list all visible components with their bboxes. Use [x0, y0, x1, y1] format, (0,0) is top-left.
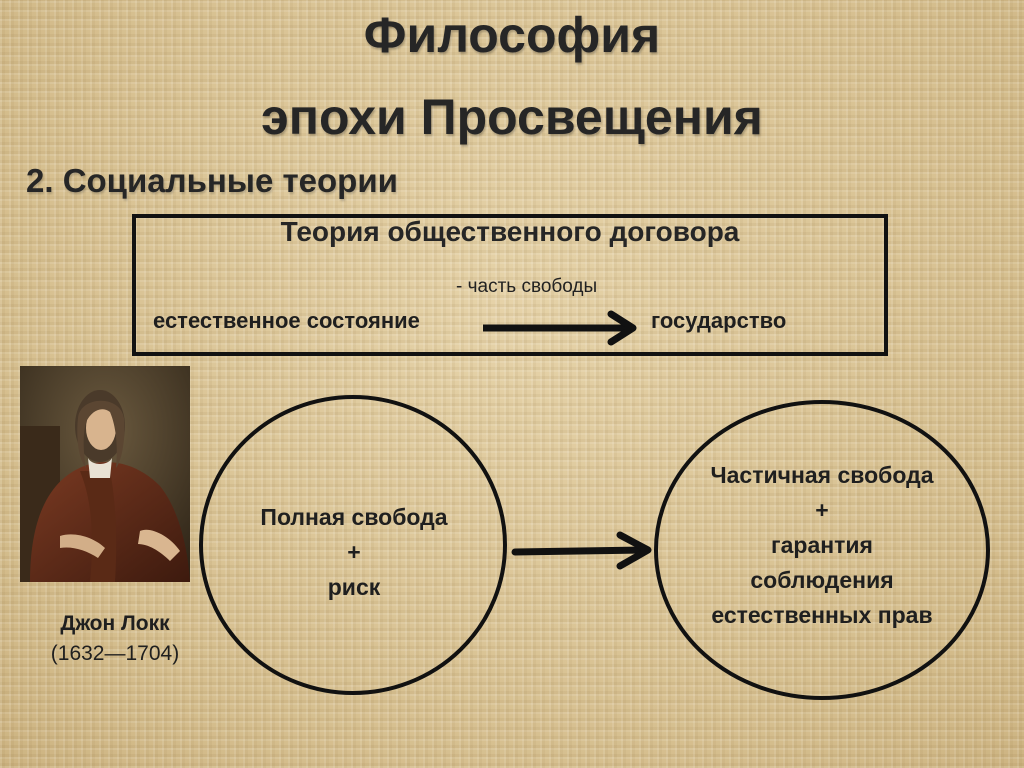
- partial-freedom-circle: [654, 400, 990, 700]
- partial-freedom-line: Частичная свобода: [710, 462, 934, 488]
- full-freedom-line: Полная свобода: [260, 504, 448, 530]
- transition-arrow-icon: [483, 310, 637, 346]
- contract-theory-title: Теория общественного договора: [280, 216, 740, 247]
- section-heading: 2. Социальные теории: [26, 162, 398, 199]
- natural-state-label: естественное состояние: [153, 308, 420, 333]
- locke-life-years: (1632—1704): [50, 642, 180, 665]
- state-label: государство: [651, 308, 787, 333]
- john-locke-portrait: [20, 366, 190, 582]
- diagram-arrow-icon: [511, 531, 652, 570]
- guarantee-line: гарантия: [771, 532, 873, 558]
- full-freedom-circle: [199, 395, 507, 695]
- risk-line: риск: [327, 574, 381, 600]
- plus-sign: +: [347, 539, 361, 565]
- observance-line: соблюдения: [750, 567, 894, 593]
- slide-title-line-1: Философия: [363, 7, 661, 63]
- plus-sign: +: [815, 497, 829, 523]
- natural-rights-line: естественных прав: [711, 602, 933, 628]
- slide-title-line-2: эпохи Просвещения: [261, 89, 763, 145]
- partial-freedom-text: Частичная свобода + гарантия соблюдения …: [662, 458, 982, 633]
- full-freedom-text: Полная свобода + риск: [204, 500, 504, 605]
- locke-name: Джон Локк: [60, 612, 170, 635]
- social-contract-box: Теория общественного договора - часть св…: [132, 214, 888, 356]
- liberty-reduction-note: - часть свободы: [456, 276, 598, 297]
